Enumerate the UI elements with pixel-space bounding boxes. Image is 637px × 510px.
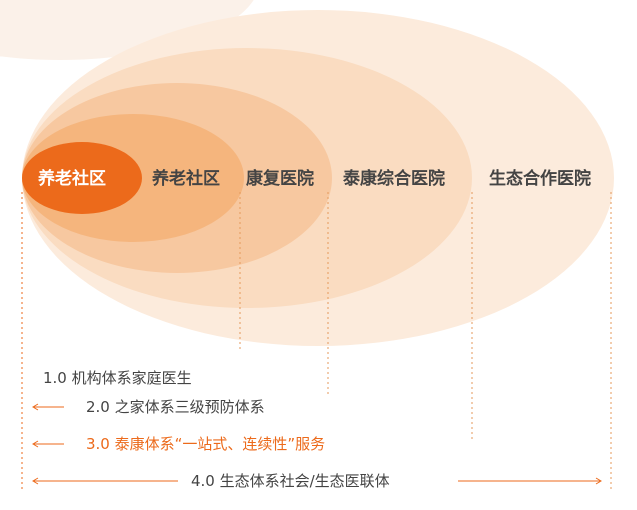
arrow-head-right — [595, 477, 602, 485]
label-level-2: 养老社区 — [152, 169, 220, 189]
arrow-head-left — [32, 477, 39, 485]
label-level-1: 养老社区 — [38, 169, 106, 189]
arrows-tier-3 — [32, 440, 64, 448]
tier-1-text: 1.0 机构体系家庭医生 — [43, 369, 192, 387]
tier-3-text: 3.0 泰康体系“一站式、连续性”服务 — [86, 435, 326, 453]
arrows-tier-4 — [32, 477, 602, 485]
label-level-5: 生态合作医院 — [489, 169, 591, 189]
arrow-head-left — [32, 440, 39, 448]
label-level-3: 康复医院 — [246, 169, 314, 189]
tier-4-text: 4.0 生态体系社会/生态医联体 — [191, 472, 390, 490]
ellipse-level-1 — [22, 142, 142, 214]
tier-2-text: 2.0 之家体系三级预防体系 — [86, 398, 265, 416]
background-blob — [0, 0, 254, 60]
guide-lines — [21, 192, 612, 492]
arrows-tier-2 — [32, 403, 64, 411]
label-level-4: 泰康综合医院 — [343, 169, 445, 189]
arrow-head-left — [32, 403, 39, 411]
